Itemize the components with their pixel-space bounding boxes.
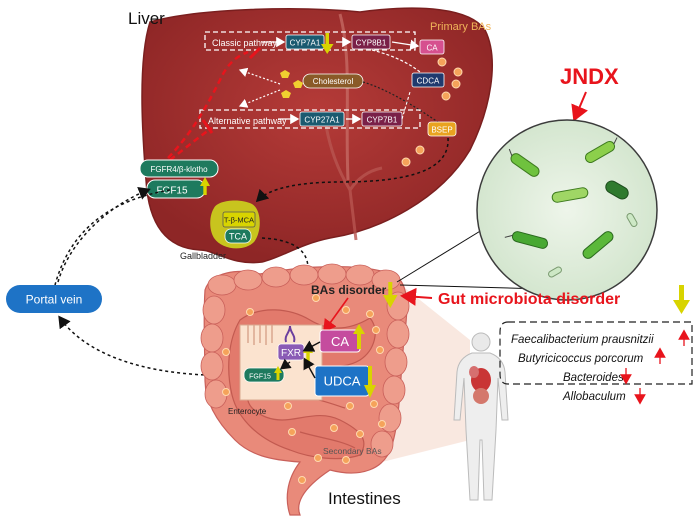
classic-arrow-3 (391, 39, 420, 50)
classic-to-cdca-line (371, 49, 421, 73)
jndx-arrow (571, 91, 588, 122)
cholesterol-molecules (280, 70, 303, 98)
bsep-to-gallbladder-arrow (255, 137, 449, 203)
bacteria-list-box (499, 321, 693, 385)
zoom-line-top (396, 221, 496, 283)
udca-to-fxr-arrow (303, 357, 316, 379)
cdca-label: CDCA (417, 77, 440, 86)
tca-box (224, 228, 252, 244)
ca-liver-box (419, 39, 445, 55)
bas-disorder-down-arrow (383, 282, 398, 308)
udca-label: UDCA (324, 374, 361, 389)
gallbladder-to-intestine-arrow (261, 237, 315, 288)
cholesterol-to-classic-arrow (238, 67, 281, 85)
cyp27a1-label: CYP27A1 (304, 116, 340, 125)
gut-disorder-arrow (400, 287, 433, 306)
ca-intestine-up-arrow (353, 324, 365, 349)
udca-down-arrow (364, 366, 376, 398)
human-figure (453, 332, 509, 501)
bsep-label: BSEP (431, 126, 452, 135)
cholesterol-label: Cholesterol (313, 77, 354, 86)
enterocyte-villi (247, 325, 273, 345)
gut-microbiota-disorder-label: Gut microbiota disorder (438, 291, 620, 308)
liver-title: Liver (128, 9, 165, 28)
fgf15-inhibit-classic (167, 50, 249, 159)
portal-vein-label: Portal vein (26, 293, 83, 307)
liver-bile-acid-dots (401, 57, 463, 167)
tbmca-box (222, 211, 256, 228)
primary-bas-label: Primary BAs (430, 21, 492, 33)
cholesterol-to-alt-arrow (238, 89, 281, 108)
fgfr4-box (139, 159, 219, 178)
fgf15-intestine-box (243, 367, 285, 383)
fxr-label: FXR (281, 348, 301, 359)
jndx-label: JNDX (560, 64, 619, 89)
portal-vein-box (6, 285, 102, 313)
fgf15-inhibit-alt (169, 126, 213, 161)
fgf15-intestine-label: FGF15 (249, 374, 271, 381)
bas-disorder-label: BAs disorder (311, 283, 387, 297)
bacteria-name-1: Butyricicoccus porcorum (518, 353, 644, 365)
enterocyte-cell (239, 324, 323, 401)
cyp8b1-box (351, 34, 391, 50)
bacteria-name-3: Allobaculum (562, 391, 626, 403)
bas-to-ca-arrow (323, 297, 349, 333)
bsep-box (427, 121, 457, 137)
fxr-receptor-icon (284, 325, 296, 343)
cdca-box (411, 72, 445, 88)
fgfr4-label: FGFR4/β-klotho (150, 165, 208, 174)
liver-organ (141, 7, 493, 264)
intestine-bile-acid-dots (222, 294, 386, 484)
bacteria-icons (504, 137, 638, 278)
cyp7a1-box (285, 34, 325, 50)
secondary-bas-label: Secondary BAs (323, 446, 382, 456)
fxr-to-fgf15-arrow (279, 358, 292, 370)
bacteria-name-2: Bacteroides (563, 372, 624, 384)
tbmca-label: T-β-MCA (224, 216, 254, 225)
fgf15-liver-label: FGF15 (156, 186, 188, 197)
gallbladder-label: Gallbladder (180, 251, 226, 261)
cyp7a1-label: CYP7A1 (290, 39, 321, 48)
enterocyte-label: Enterocyte (228, 407, 267, 416)
alternative-pathway-box (199, 109, 421, 129)
ca-to-fxr-arrow (302, 340, 321, 352)
cyp27a1-box (299, 111, 345, 127)
inhibit-bar-classic (248, 46, 262, 60)
cholesterol-to-bsep-line (362, 81, 439, 123)
fgf15-intestine-up-arrow (274, 366, 282, 380)
intestines-title: Intestines (328, 489, 401, 508)
cyp7a1-down-arrow (321, 33, 334, 54)
cholesterol-box (302, 73, 364, 89)
cyp7b1-label: CYP7B1 (367, 116, 398, 125)
portal-vein-to-liver-arrow (57, 187, 151, 283)
cyp8b1-label: CYP8B1 (356, 39, 387, 48)
intestine-to-portal-arrow (58, 315, 241, 377)
alternative-pathway-label: Alternative pathway (208, 116, 287, 126)
gut-disorder-down-arrow (673, 285, 690, 314)
tca-label: TCA (229, 232, 247, 242)
inhibit-bar-alt (201, 119, 214, 134)
classic-pathway-label: Classic pathway (212, 38, 278, 48)
bacteria-name-0: Faecalibacterium prausnitzii (511, 334, 654, 346)
ca-liver-label: CA (426, 44, 438, 53)
fgf15-liver-up-arrow (200, 177, 210, 195)
microbiota-circle (476, 119, 658, 301)
ca-intestine-label: CA (331, 334, 349, 349)
